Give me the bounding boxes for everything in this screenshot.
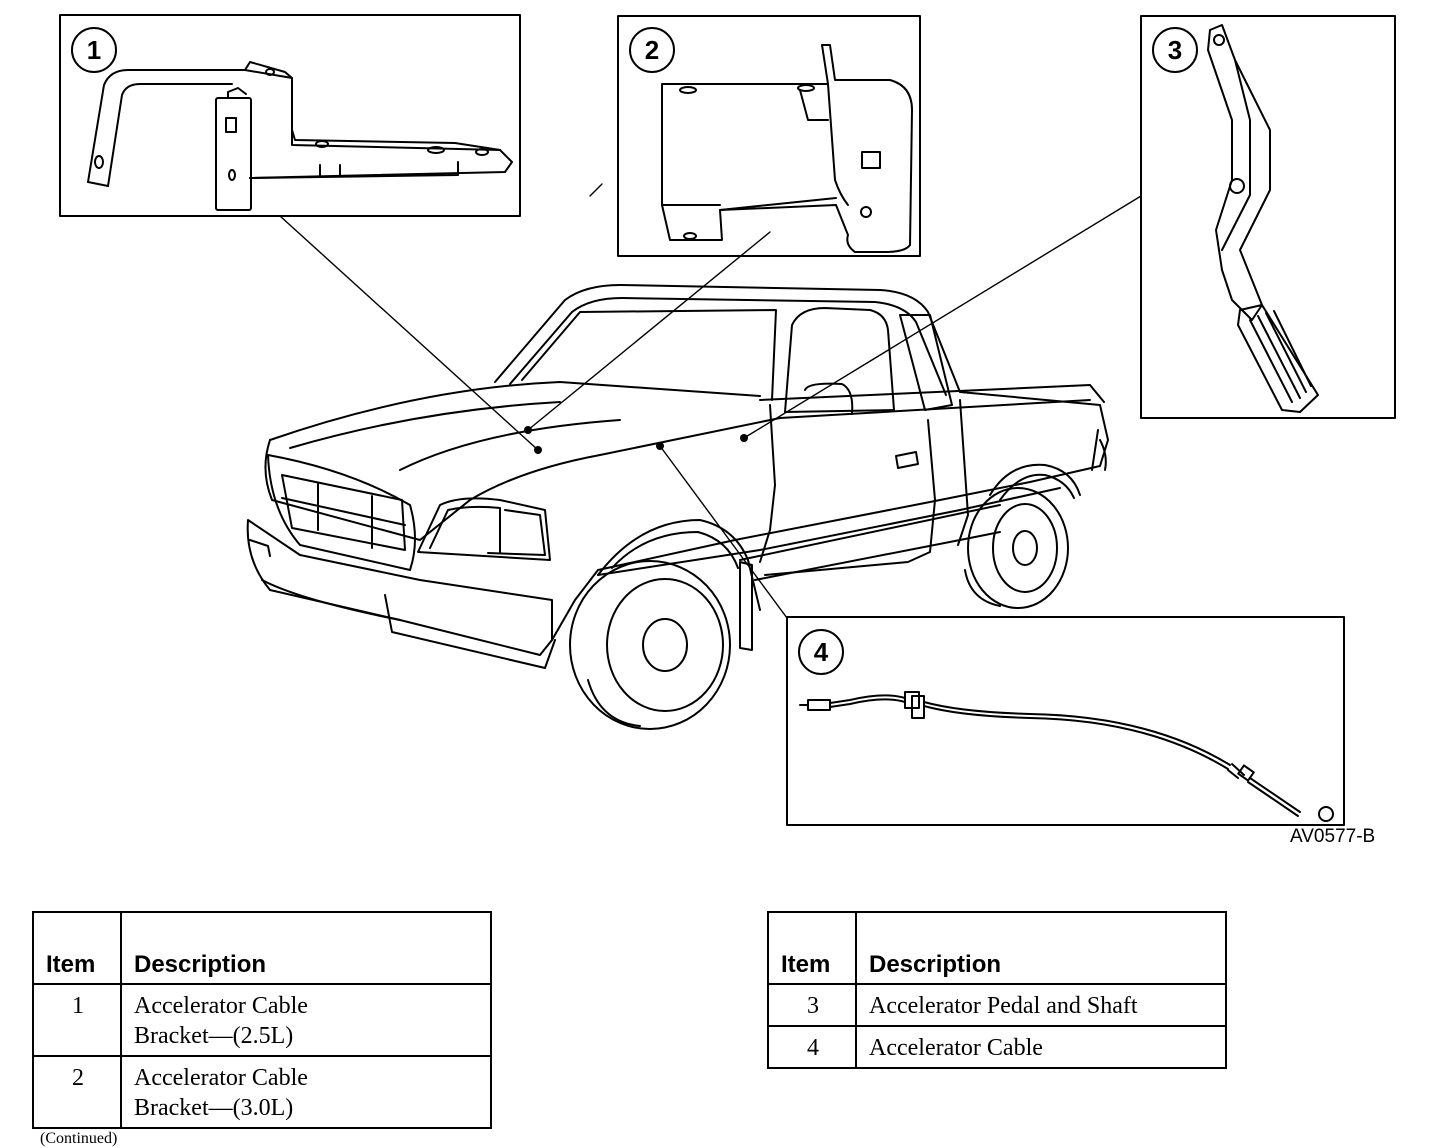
item-number: 3 [767, 983, 857, 1027]
item-number: 2 [32, 1055, 122, 1129]
description-line: Bracket—(3.0L) [134, 1095, 294, 1121]
header-description: Description [855, 911, 1227, 985]
legend-header-row: Item Description [32, 911, 492, 985]
table-row: 3 Accelerator Pedal and Shaft [767, 983, 1227, 1027]
table-row: 2 Accelerator Cable Bracket—(3.0L) [32, 1055, 492, 1129]
figure-code: AV0577-B [1290, 826, 1376, 847]
callout-number-3: 3 [1168, 35, 1182, 65]
legend-table-right: Item Description 3 Accelerator Pedal and… [767, 911, 1227, 1069]
bracket-2-5l-drawing [87, 61, 513, 211]
callout-box-1 [59, 14, 521, 217]
table-row: 4 Accelerator Cable [767, 1025, 1227, 1069]
pickup-truck-drawing [246, 284, 1109, 730]
item-description: Accelerator Pedal and Shaft [855, 983, 1227, 1027]
item-number: 1 [32, 983, 122, 1057]
legend-header-row: Item Description [767, 911, 1227, 985]
continued-note: (Continued) [40, 1130, 118, 1147]
item-number: 4 [767, 1025, 857, 1069]
description-line: Bracket—(2.5L) [134, 1023, 294, 1049]
header-item: Item [767, 911, 857, 985]
callout-box-2 [617, 15, 921, 257]
description-line: Accelerator Cable [134, 1065, 308, 1091]
callout-number-1: 1 [87, 35, 101, 65]
callout-number-4: 4 [814, 637, 829, 667]
item-description: Accelerator Cable [855, 1025, 1227, 1069]
leader-dots [524, 426, 748, 454]
callout-box-4 [786, 616, 1345, 826]
table-row: 1 Accelerator Cable Bracket—(2.5L) [32, 983, 492, 1057]
accelerator-pedal-drawing [1207, 24, 1319, 413]
callout-box-3 [1140, 15, 1396, 419]
legend-table-left: Item Description 1 Accelerator Cable Bra… [32, 911, 492, 1129]
item-description: Accelerator Cable Bracket—(2.5L) [120, 983, 492, 1057]
description-line: Accelerator Cable [134, 993, 308, 1019]
bracket-3-0l-drawing [661, 44, 913, 253]
accelerator-cable-drawing [799, 691, 1334, 822]
callout-number-2: 2 [645, 35, 659, 65]
item-description: Accelerator Cable Bracket—(3.0L) [120, 1055, 492, 1129]
parts-diagram: 1 2 3 4 [59, 14, 1396, 826]
header-description: Description [120, 911, 492, 985]
header-item: Item [32, 911, 122, 985]
